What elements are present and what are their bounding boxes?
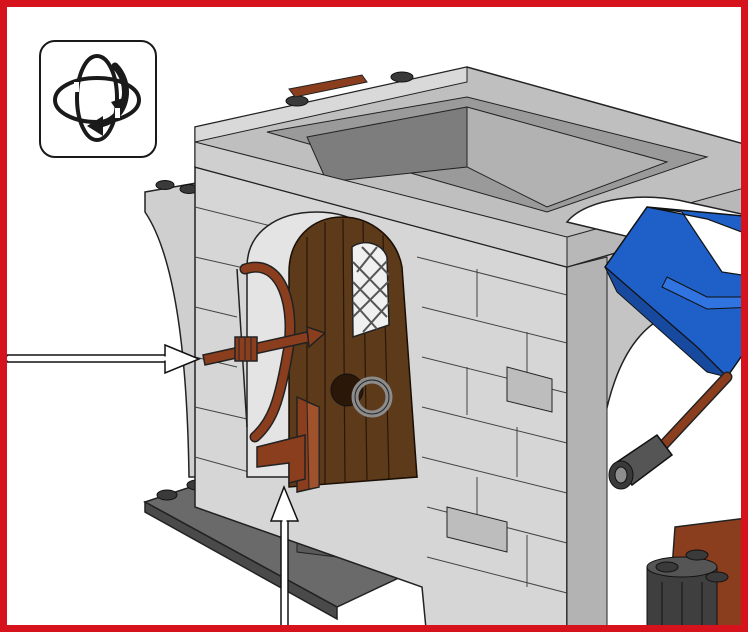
- rotate-indicator: [39, 40, 157, 158]
- left-arch-buttress: [145, 181, 202, 478]
- left-arrow-callout: [7, 345, 199, 373]
- rotate-model-icon: [41, 42, 154, 155]
- door-window: [352, 243, 389, 337]
